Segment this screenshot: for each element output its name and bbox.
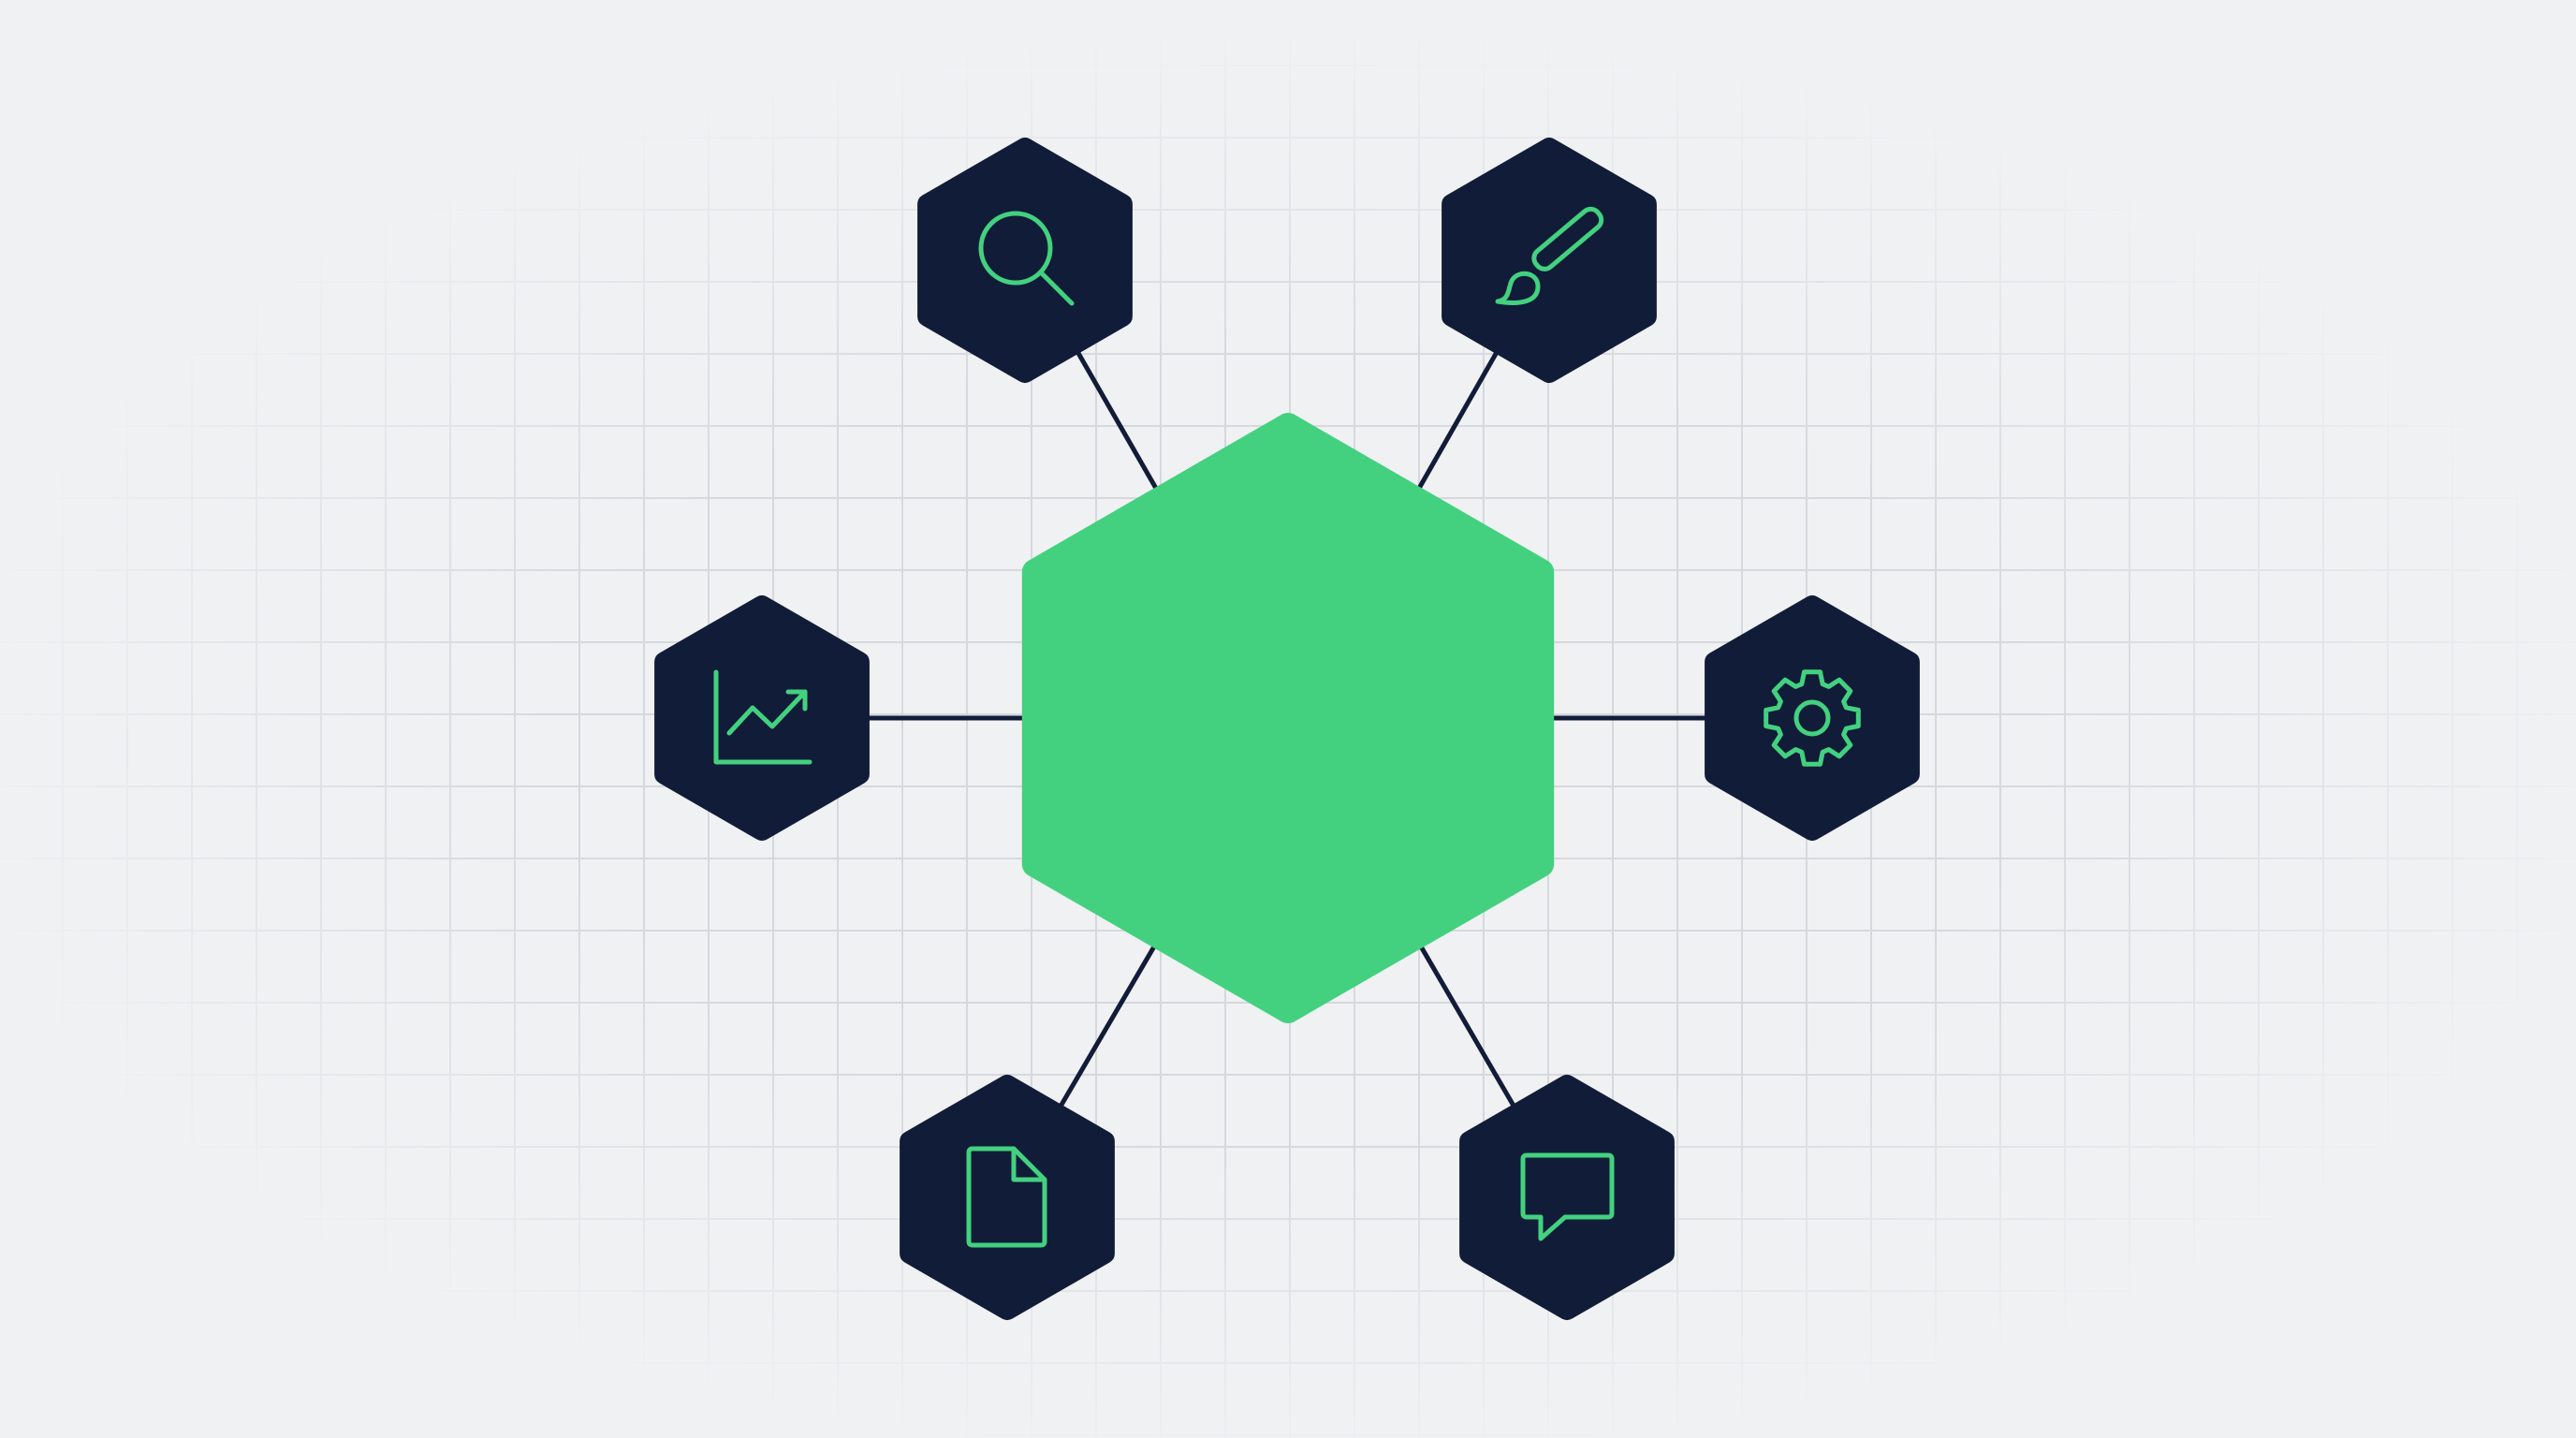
node-hexagon <box>1705 595 1920 841</box>
trending-chart-icon <box>713 669 812 765</box>
paintbrush-icon <box>1495 206 1604 305</box>
node-search[interactable] <box>917 138 1133 383</box>
hub-shape <box>1021 413 1555 1023</box>
chat-bubble-icon <box>1520 1152 1615 1241</box>
node-document[interactable] <box>900 1075 1115 1320</box>
node-analytics[interactable] <box>654 595 870 841</box>
node-design[interactable] <box>1442 138 1657 383</box>
search-icon <box>978 211 1075 306</box>
hub-hexagon[interactable] <box>1021 413 1555 1023</box>
node-hexagon <box>917 138 1133 383</box>
node-hexagon <box>1459 1075 1675 1320</box>
document-icon <box>966 1146 1047 1248</box>
nodes <box>654 138 1920 1320</box>
node-hexagon <box>1442 138 1657 383</box>
node-chat[interactable] <box>1459 1075 1675 1320</box>
node-settings[interactable] <box>1705 595 1920 841</box>
node-hexagon <box>900 1075 1115 1320</box>
gear-icon <box>1764 669 1861 767</box>
